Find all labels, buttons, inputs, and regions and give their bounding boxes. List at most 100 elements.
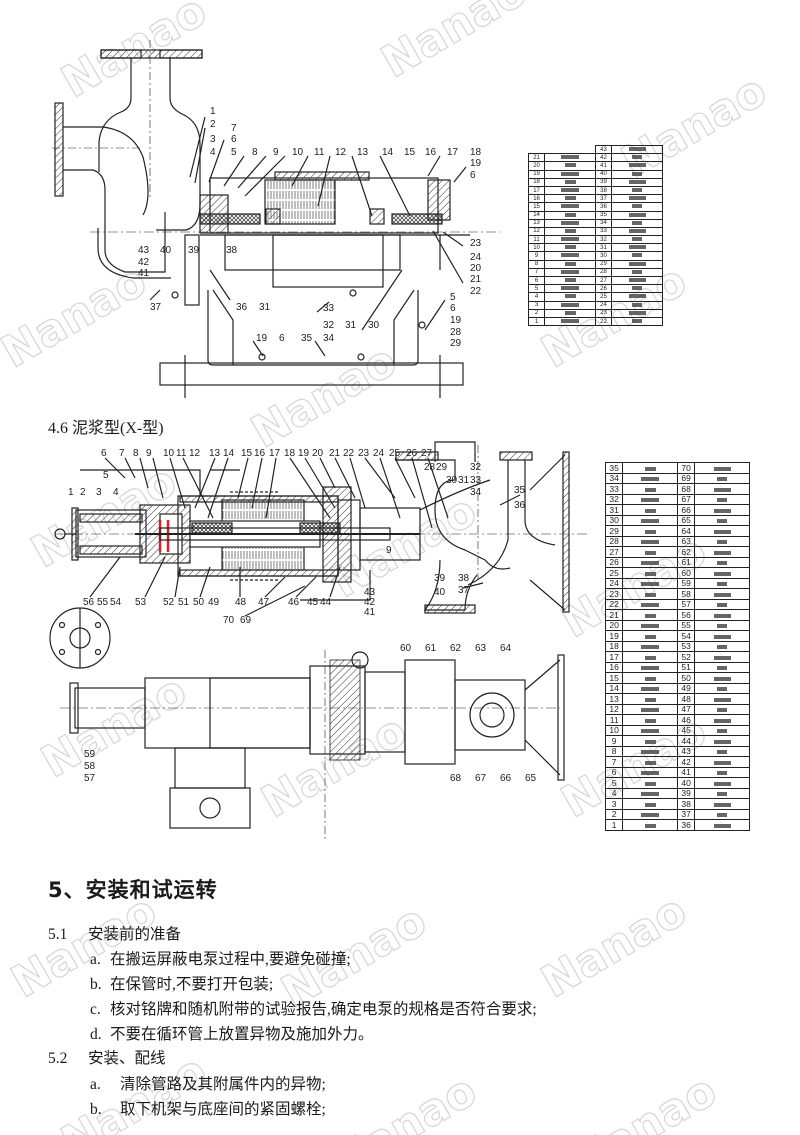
part-number-cell: 1: [604, 819, 624, 831]
part-callout: 42: [138, 257, 150, 268]
part-name-mark: [713, 781, 731, 786]
part-callout: 7: [231, 123, 237, 134]
part-number-cell: 31: [604, 504, 624, 516]
part-callout: 9: [273, 147, 279, 158]
part-name-mark: [641, 561, 660, 565]
part-callout: 40: [160, 245, 172, 256]
part-name-mark: [717, 582, 728, 586]
part-number-cell: 3: [604, 798, 624, 810]
part-name-mark: [713, 802, 731, 807]
part-name-mark: [644, 781, 656, 786]
part-number-cell: 9: [604, 735, 624, 747]
part-name-mark: [564, 179, 576, 184]
part-name-cell: [622, 735, 678, 747]
part-name-mark: [641, 771, 660, 775]
part-name-mark: [561, 220, 580, 225]
part-number-cell: 64: [676, 525, 696, 537]
part-name-cell: [611, 316, 663, 327]
part-name-mark: [644, 529, 656, 534]
part-callout: 17: [269, 448, 281, 459]
part-number-cell: 70: [676, 462, 696, 474]
part-callout: 4: [113, 487, 119, 498]
part-number-cell: 40: [676, 777, 696, 789]
part-name-mark: [561, 269, 580, 274]
part-callout: 14: [223, 448, 235, 459]
part-name-mark: [561, 155, 580, 160]
part-name-mark: [632, 155, 643, 160]
list-text: 不要在循环管上放置异物及施加外力。: [110, 1026, 374, 1043]
part-number-cell: 63: [676, 535, 696, 547]
part-name-cell: [622, 787, 678, 799]
section-4-6-title: 4.6 泥浆型(X-型): [48, 420, 164, 437]
part-callout: 49: [208, 597, 220, 608]
part-callout: 19: [256, 333, 268, 344]
part-callout: 61: [425, 643, 437, 654]
part-number-cell: 37: [676, 808, 696, 820]
part-name-mark: [641, 813, 660, 817]
part-name-mark: [561, 318, 580, 323]
part-callout: 70: [223, 615, 235, 626]
part-callout: 16: [254, 448, 266, 459]
part-name-mark: [564, 294, 576, 299]
part-number-cell: 18: [604, 640, 624, 652]
part-number-cell: 47: [676, 703, 696, 715]
part-number-cell: 53: [676, 640, 696, 652]
list-item: b.在保管时,不要打开包装;: [90, 972, 273, 994]
part-callout: 31: [458, 475, 470, 486]
part-callout: 6: [279, 333, 285, 344]
list-item: a.清除管路及其附属件内的异物;: [90, 1072, 326, 1094]
part-name-mark: [644, 466, 656, 471]
part-callout: 9: [146, 448, 152, 459]
part-number-cell: 13: [604, 693, 624, 705]
part-name-mark: [628, 245, 646, 250]
part-name-mark: [717, 624, 728, 628]
part-callout: 33: [470, 475, 482, 486]
part-callout: 38: [458, 573, 470, 584]
part-number-cell: 62: [676, 546, 696, 558]
part-name-cell: [622, 777, 678, 789]
part-name-mark: [644, 571, 656, 576]
part-callout: 64: [500, 643, 512, 654]
part-name-mark: [561, 253, 580, 258]
list-text: 取下机架与底座间的紧固螺栓;: [120, 1101, 326, 1118]
part-name-mark: [641, 645, 660, 649]
list-marker: a.: [90, 1076, 101, 1093]
part-name-cell: [622, 808, 678, 820]
part-callout: 29: [436, 462, 448, 473]
part-callout: 40: [434, 587, 446, 598]
part-name-cell: [622, 619, 678, 631]
part-name-cell: [694, 609, 750, 621]
part-name-cell: [694, 546, 750, 558]
part-name-mark: [717, 729, 728, 733]
part-number-cell: 23: [604, 588, 624, 600]
list-marker: c.: [90, 1001, 101, 1018]
part-name-mark: [644, 739, 656, 744]
part-name-mark: [717, 666, 728, 670]
part-callout: 32: [323, 320, 335, 331]
part-name-cell: [622, 577, 678, 589]
part-number-cell: 26: [604, 556, 624, 568]
part-callout: 69: [240, 615, 252, 626]
part-name-cell: [622, 819, 678, 831]
part-name-mark: [561, 171, 580, 176]
part-callout: 39: [434, 573, 446, 584]
part-name-mark: [644, 487, 656, 492]
part-name-cell: [694, 525, 750, 537]
part-number-cell: 16: [604, 661, 624, 673]
part-name-mark: [632, 286, 643, 291]
part-name-cell: [622, 546, 678, 558]
part-callout: 7: [119, 448, 125, 459]
